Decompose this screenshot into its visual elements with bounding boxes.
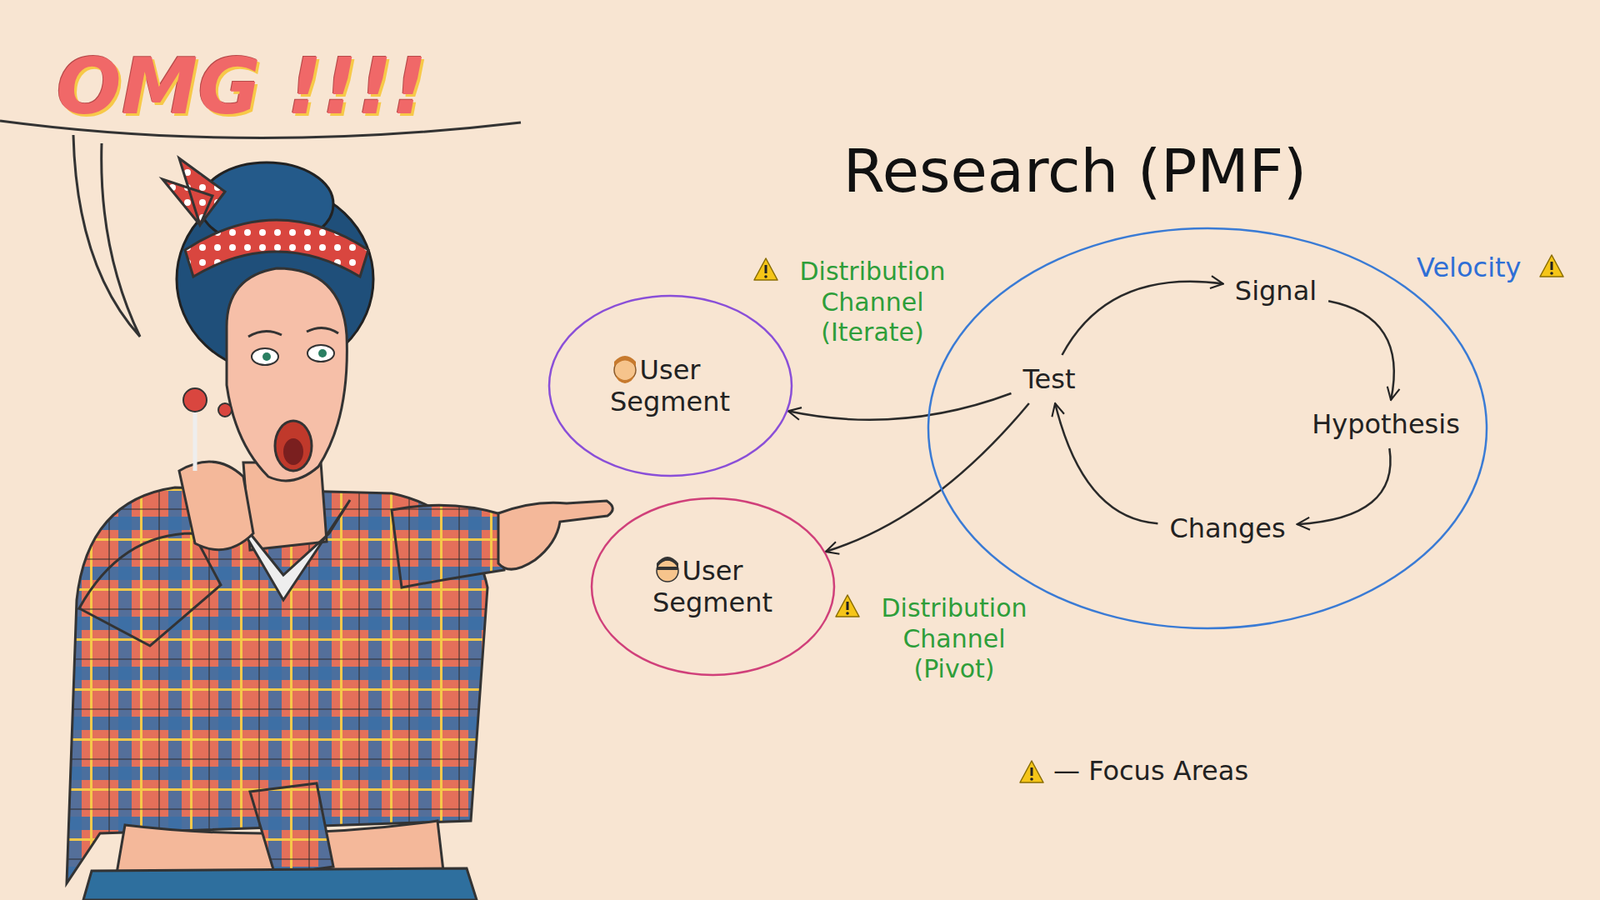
raised-hand bbox=[179, 461, 254, 550]
legend-item: — Focus Areas bbox=[1053, 755, 1249, 787]
ellipse-border bbox=[591, 498, 835, 675]
speech-tail bbox=[73, 135, 140, 337]
ellipse-border bbox=[549, 295, 792, 476]
earring bbox=[218, 403, 232, 417]
exclamation: OMG !!!! bbox=[55, 42, 427, 132]
ellipse-node: User Segment bbox=[590, 496, 836, 677]
warning-icon bbox=[754, 258, 778, 280]
step-label: Hypothesis bbox=[1311, 408, 1460, 440]
ninja-emoji bbox=[656, 556, 679, 582]
lollipop bbox=[183, 388, 207, 412]
bandana bbox=[185, 220, 369, 277]
title: Research (PMF) bbox=[843, 135, 1307, 206]
node-label: User Segment bbox=[641, 555, 784, 620]
connector bbox=[1297, 448, 1391, 525]
face bbox=[226, 268, 347, 481]
eye bbox=[251, 348, 279, 365]
lollipop-stick bbox=[193, 410, 198, 471]
pointing-hand bbox=[498, 500, 613, 570]
warning-icon bbox=[835, 595, 860, 617]
sleeve-left bbox=[79, 533, 221, 646]
edge-label: Distribution Channel (Pivot) bbox=[862, 593, 1046, 685]
sleeve-right bbox=[391, 505, 505, 588]
ellipse-node: User Segment bbox=[547, 294, 794, 478]
pupil bbox=[262, 352, 271, 361]
warning-icon bbox=[1540, 255, 1564, 277]
step-node: Test bbox=[1015, 360, 1082, 399]
node-label: User Segment bbox=[599, 354, 741, 419]
connector bbox=[1061, 281, 1223, 355]
ellipse-border bbox=[928, 228, 1487, 629]
connector bbox=[1328, 300, 1395, 400]
ellipse-node: VelocityTestSignalHypothesisChanges bbox=[926, 226, 1489, 630]
step-node: Changes bbox=[1162, 509, 1292, 548]
step-node: Hypothesis bbox=[1305, 405, 1467, 444]
man-emoji bbox=[614, 355, 636, 384]
edge-label: Distribution Channel (Iterate) bbox=[780, 256, 965, 349]
step-label: Test bbox=[1022, 363, 1075, 395]
step-label: Changes bbox=[1169, 512, 1285, 545]
pants bbox=[83, 868, 477, 900]
group-heading: Velocity bbox=[1416, 251, 1522, 284]
mouth-inner bbox=[283, 438, 304, 465]
shirt-knot bbox=[250, 783, 334, 875]
pupil bbox=[318, 349, 327, 358]
legend-text: — Focus Areas bbox=[1053, 755, 1249, 787]
warning-icon bbox=[1020, 760, 1044, 783]
step-label: Signal bbox=[1235, 275, 1317, 307]
eye bbox=[307, 345, 335, 362]
connector bbox=[788, 393, 1012, 420]
bandana-bow bbox=[162, 158, 225, 225]
step-node: Signal bbox=[1228, 271, 1324, 310]
mouth bbox=[275, 420, 312, 471]
connector bbox=[1055, 403, 1158, 524]
eyebrows bbox=[248, 327, 339, 337]
